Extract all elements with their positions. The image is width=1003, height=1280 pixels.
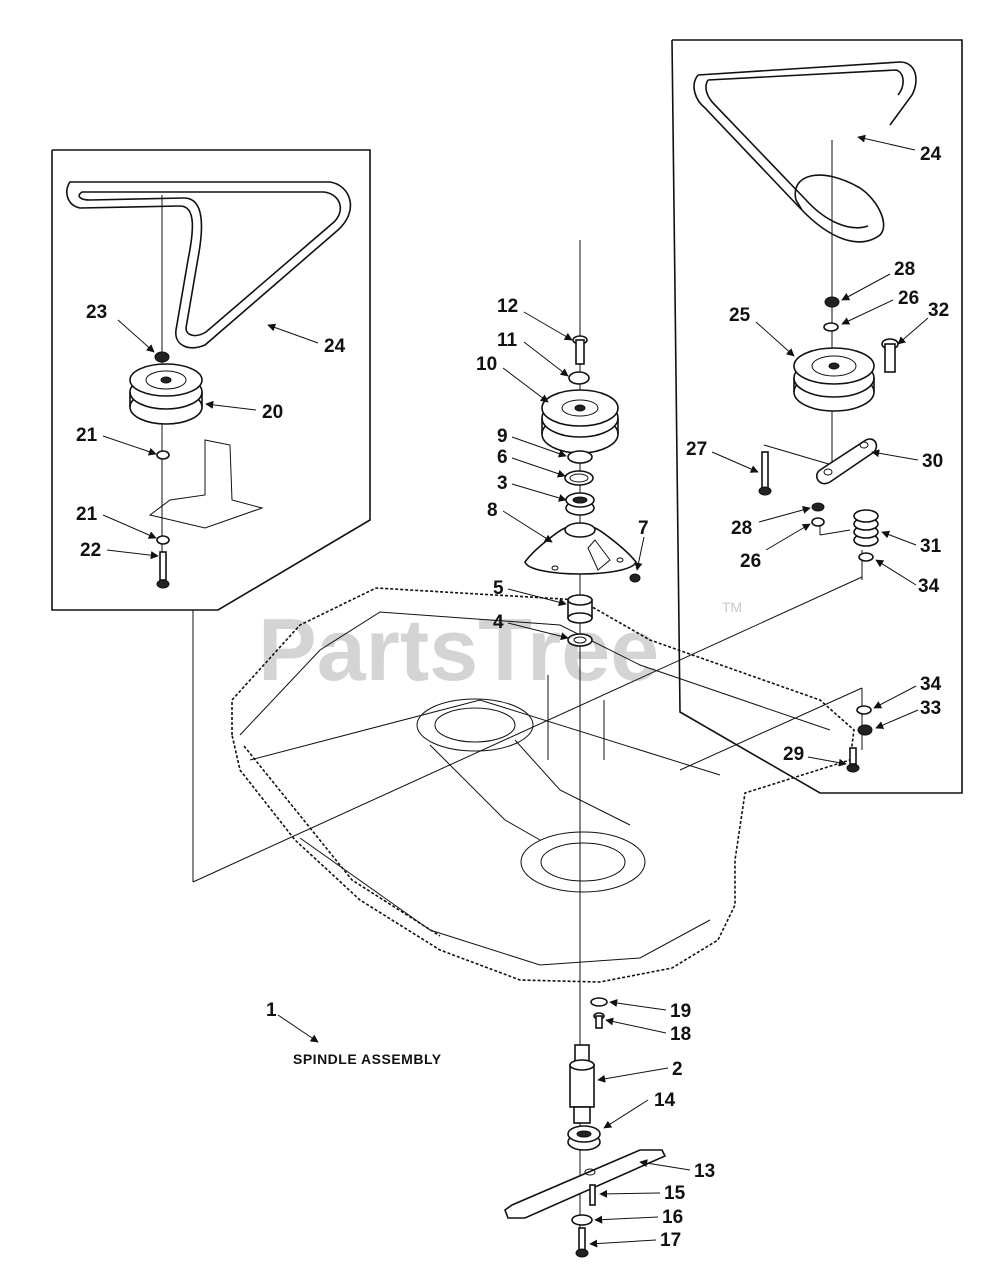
callout-17: 17: [660, 1230, 681, 1251]
center-washer-11: [568, 371, 590, 385]
callout-20: 20: [262, 402, 283, 423]
lower-bolt-18: [593, 1012, 605, 1029]
right-spring-31: [853, 509, 879, 547]
center-bolt-12: [572, 335, 588, 365]
right-washer-26b: [811, 517, 825, 527]
callout-28-lower: 28: [731, 518, 752, 539]
callout-30: 30: [922, 451, 943, 472]
right-bolt-32: [881, 338, 899, 373]
left-washer-21b: [156, 535, 170, 545]
callout-9: 9: [497, 426, 508, 447]
right-nut-28b: [811, 502, 825, 512]
callout-25: 25: [729, 305, 751, 326]
lower-hub-14: [567, 1125, 601, 1151]
right-pulley: [793, 347, 875, 412]
callout-labels: 23 24 20 21 21 22 12 11 10 9 6 3 8 7 5 4…: [76, 144, 949, 1251]
callout-8: 8: [487, 500, 498, 521]
lower-washer-19: [590, 997, 608, 1007]
lower-pin-15: [589, 1184, 596, 1206]
left-nut-23: [154, 351, 170, 363]
callout-10: 10: [476, 354, 497, 375]
callout-28-upper: 28: [894, 259, 915, 280]
spindle-assembly-label: SPINDLE ASSEMBLY: [293, 1051, 442, 1067]
right-washer-34b: [856, 705, 872, 715]
callout-1: 1: [266, 1000, 277, 1021]
right-belt: [693, 61, 917, 243]
right-nut-33: [857, 724, 873, 736]
callout-11: 11: [497, 330, 518, 351]
callout-6: 6: [497, 447, 508, 468]
right-washer-26a: [823, 322, 839, 332]
center-bearing-3: [565, 492, 595, 516]
callout-24-right: 24: [920, 144, 942, 165]
mower-deck: [231, 587, 855, 983]
right-arm-30: [815, 438, 878, 485]
center-ring-6: [564, 470, 594, 486]
callout-12: 12: [497, 296, 518, 317]
left-washer-21a: [156, 450, 170, 460]
callout-24-left: 24: [324, 336, 346, 357]
left-belt: [66, 181, 352, 349]
callout-3: 3: [497, 473, 508, 494]
callout-16: 16: [662, 1207, 683, 1228]
callout-21-lower: 21: [76, 504, 98, 525]
center-bearing-5: [567, 594, 593, 624]
callout-27: 27: [686, 439, 707, 460]
center-pulley-10: [541, 389, 619, 454]
callout-34-lower: 34: [920, 674, 942, 695]
callout-19: 19: [670, 1001, 691, 1022]
right-washer-34a: [858, 552, 874, 562]
left-bracket: [148, 439, 264, 529]
watermark-trademark: TM: [722, 599, 742, 615]
callout-18: 18: [670, 1024, 691, 1045]
callout-34-upper: 34: [918, 576, 940, 597]
spindle-shaft-2: [569, 1044, 595, 1124]
watermark-text: PartsTree: [258, 600, 659, 699]
callout-29: 29: [783, 744, 804, 765]
left-inset-frame: [51, 149, 371, 611]
right-bolt-29: [846, 747, 860, 773]
callout-4: 4: [493, 612, 504, 633]
center-seal-9: [567, 450, 593, 464]
lower-washer-16: [571, 1214, 593, 1226]
callout-13: 13: [694, 1161, 715, 1182]
callout-21-upper: 21: [76, 425, 98, 446]
right-inset-frame: [671, 39, 963, 794]
mower-blade-13: [504, 1149, 667, 1219]
callout-26-upper: 26: [898, 288, 919, 309]
callout-5: 5: [493, 578, 504, 599]
callout-14: 14: [654, 1090, 676, 1111]
lower-bolt-17: [575, 1227, 589, 1258]
callout-15: 15: [664, 1183, 686, 1204]
callout-26-lower: 26: [740, 551, 761, 572]
callout-2: 2: [672, 1059, 683, 1080]
leader-arrows: [102, 134, 929, 1248]
left-pulley: [129, 363, 203, 425]
right-nut-28a: [824, 296, 840, 308]
callout-33: 33: [920, 698, 941, 719]
left-bolt-22: [156, 551, 170, 589]
right-bolt-27: [758, 451, 772, 496]
center-seal-4: [567, 633, 593, 647]
callout-7: 7: [638, 518, 649, 539]
callout-22: 22: [80, 540, 101, 561]
callout-31: 31: [920, 536, 942, 557]
callout-32: 32: [928, 300, 949, 321]
callout-23: 23: [86, 302, 107, 323]
center-fitting-7: [629, 573, 641, 583]
center-housing-8: [524, 522, 637, 575]
